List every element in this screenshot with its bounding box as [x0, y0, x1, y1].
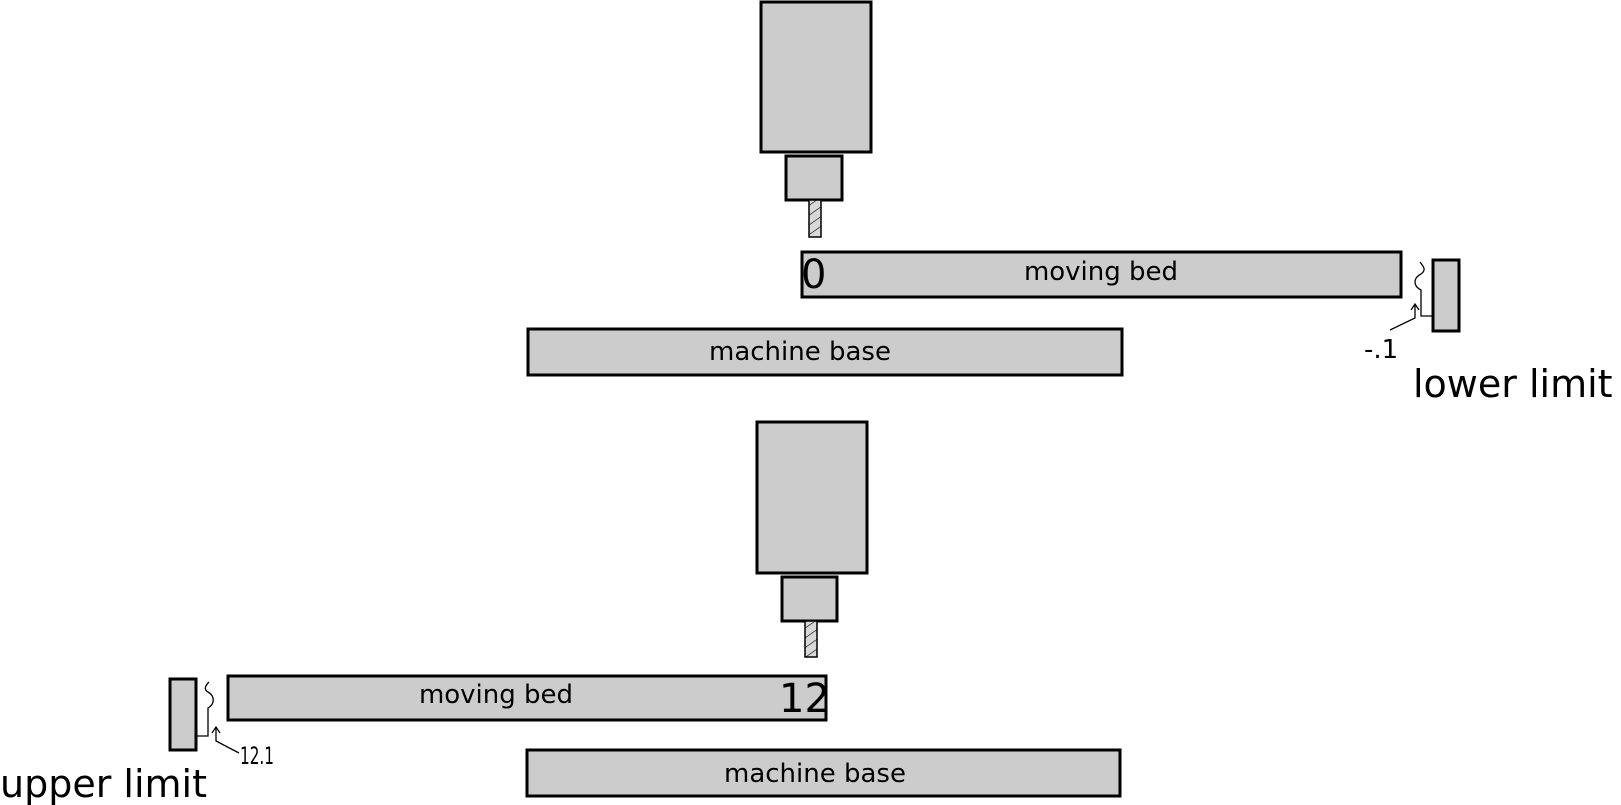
- upper-limit-scene: moving bed 12 machine base 12.1 upper li…: [0, 420, 1122, 805]
- bed-position-value: 12: [779, 676, 830, 722]
- moving-bed-label: moving bed: [1024, 257, 1178, 287]
- spindle-head: [784, 154, 844, 202]
- limit-switch: [1431, 258, 1461, 333]
- machine-base-label: machine base: [724, 759, 906, 789]
- machine-base: [526, 327, 1124, 377]
- switch-offset-value: 12.1: [240, 742, 274, 770]
- cutting-tool: [804, 620, 818, 658]
- spindle-motor: [759, 0, 873, 154]
- switch-offset-value: -.1: [1364, 335, 1398, 365]
- offset-pointer-arrow: [1389, 302, 1420, 331]
- limit-switch-lever: [1414, 261, 1433, 317]
- moving-bed: [800, 250, 1403, 299]
- upper-limit-label: upper limit: [0, 762, 207, 805]
- spindle-motor: [755, 420, 869, 575]
- lower-limit-label: lower limit: [1413, 362, 1613, 406]
- lower-limit-scene: 0 moving bed machine base -.1 lower limi…: [526, 0, 1613, 406]
- bed-position-value: 0: [801, 252, 826, 298]
- limit-switch-lever: [196, 681, 214, 737]
- spindle-head: [780, 575, 839, 623]
- offset-pointer-arrow: [211, 725, 240, 754]
- moving-bed: [226, 674, 828, 722]
- moving-bed-label: moving bed: [419, 680, 573, 710]
- cutting-tool: [808, 199, 822, 238]
- machine-base: [525, 748, 1122, 798]
- machine-base-label: machine base: [709, 337, 891, 367]
- limit-switch: [168, 677, 198, 752]
